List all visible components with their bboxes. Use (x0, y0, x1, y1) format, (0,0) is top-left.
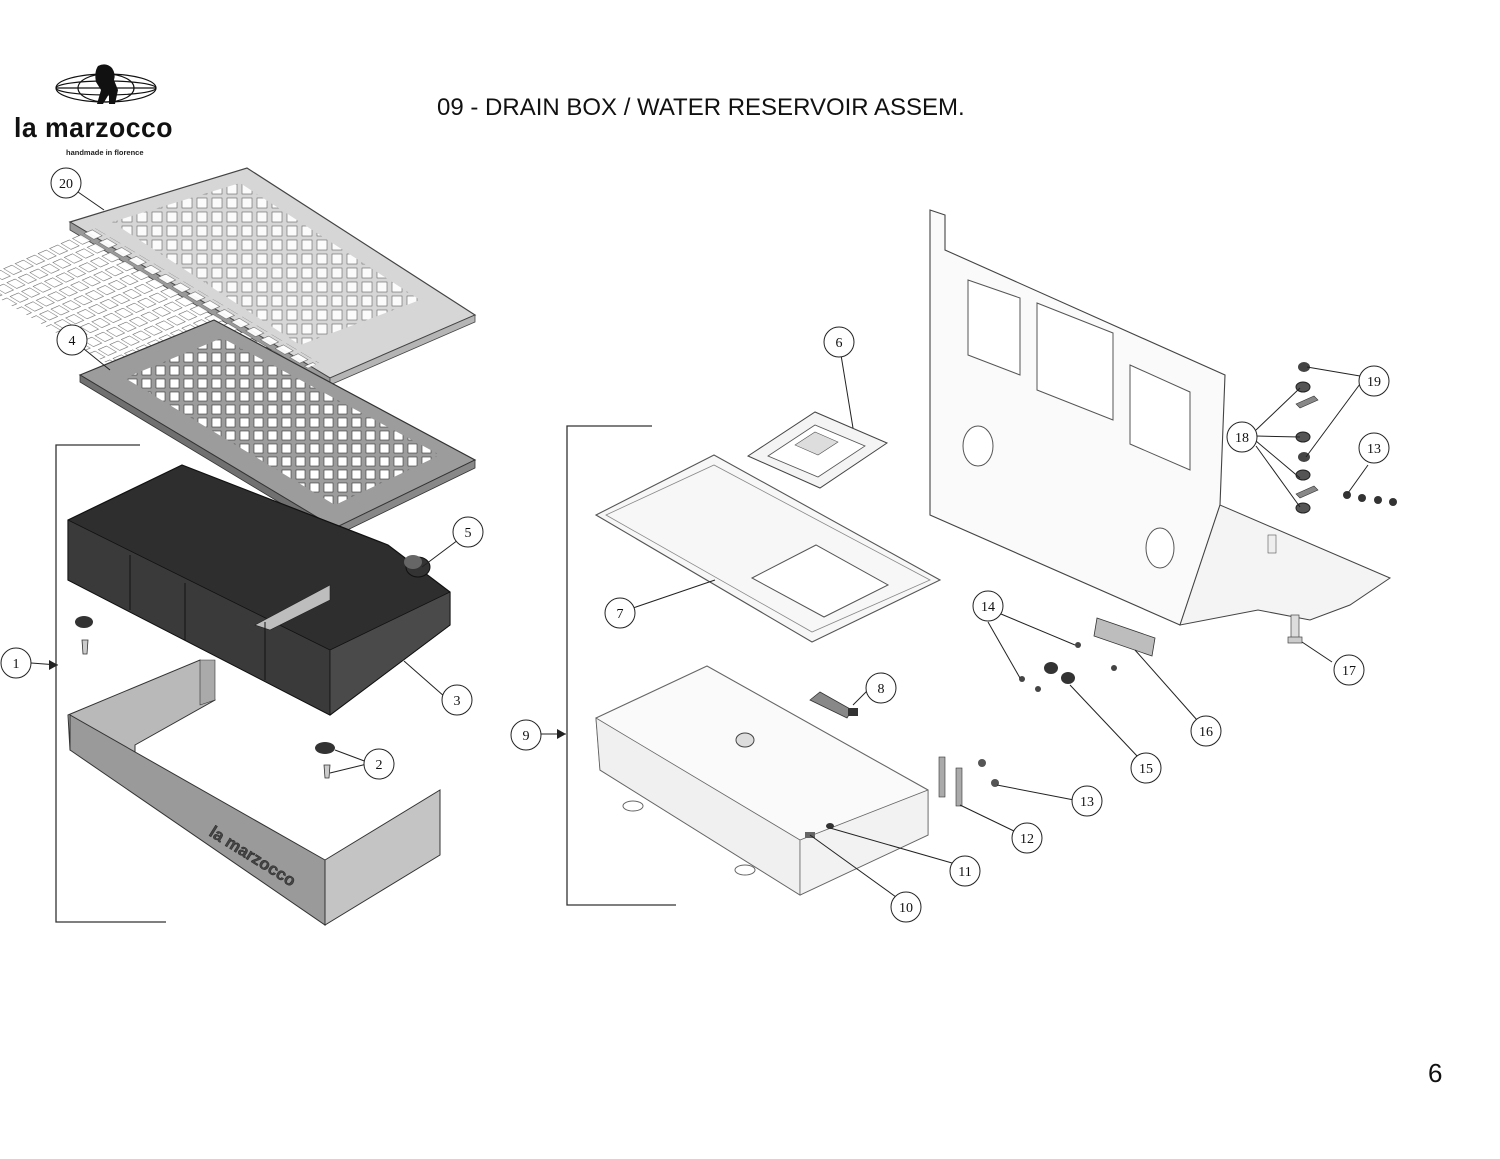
svg-text:3: 3 (454, 694, 461, 709)
part-6-reservoir-lid (746, 411, 889, 489)
svg-text:18: 18 (1235, 431, 1249, 446)
svg-text:6: 6 (836, 336, 843, 351)
callout-20: 20 (50, 167, 82, 199)
callout-9: 9 (510, 719, 542, 751)
callout-leader-lines (30, 191, 1369, 898)
part-9-water-reservoir (595, 665, 929, 896)
svg-text:17: 17 (1342, 664, 1356, 679)
callout-16: 16 (1190, 715, 1222, 747)
svg-text:13: 13 (1080, 795, 1094, 810)
callout-8: 8 (865, 672, 897, 704)
svg-text:10: 10 (899, 901, 913, 916)
svg-text:9: 9 (523, 729, 530, 744)
callout-1: 1 (0, 647, 32, 679)
svg-text:13: 13 (1367, 442, 1381, 457)
callout-2: 2 (363, 748, 395, 780)
callout-15: 15 (1130, 752, 1162, 784)
part-8-fitting (809, 691, 858, 719)
callout-13-lower: 13 (1071, 785, 1103, 817)
callout-13-upper: 13 (1358, 432, 1390, 464)
lion-globe-logo-icon (55, 64, 157, 104)
svg-text:16: 16 (1199, 725, 1213, 740)
part-3-drain-box (67, 464, 451, 716)
group-1-bracket (55, 444, 166, 923)
svg-text:19: 19 (1367, 375, 1381, 390)
callout-14: 14 (972, 590, 1004, 622)
callout-3: 3 (441, 684, 473, 716)
arrowhead-1 (49, 660, 58, 670)
part-1-drip-tray-frame (67, 659, 441, 926)
part-2-feet (75, 616, 335, 779)
arrowhead-9 (557, 729, 566, 739)
page-title: 09 - DRAIN BOX / WATER RESERVOIR ASSEM. (437, 94, 965, 121)
svg-text:14: 14 (981, 600, 995, 615)
svg-text:20: 20 (59, 177, 73, 192)
brand-name: la marzocco (14, 112, 173, 143)
svg-text:2: 2 (376, 758, 383, 773)
callout-4: 4 (56, 324, 88, 356)
parts-14-15-screws (1019, 642, 1117, 692)
part-16-bracket-plate (1093, 617, 1156, 657)
callout-17: 17 (1333, 654, 1365, 686)
group-9-bracket (566, 425, 676, 906)
svg-text:15: 15 (1139, 762, 1153, 777)
page-number: 6 (1428, 1058, 1443, 1088)
callout-7: 7 (604, 597, 636, 629)
callout-18: 18 (1226, 421, 1258, 453)
svg-text:4: 4 (69, 334, 76, 349)
callout-12: 12 (1011, 822, 1043, 854)
svg-text:1: 1 (13, 657, 20, 672)
callout-11: 11 (949, 855, 981, 887)
svg-text:8: 8 (878, 682, 885, 697)
brand-tagline: handmade in florence (66, 148, 144, 157)
callout-19: 19 (1358, 365, 1390, 397)
svg-text:5: 5 (465, 526, 472, 541)
svg-text:11: 11 (958, 865, 971, 880)
part-7-reservoir-cover (594, 454, 942, 643)
svg-text:12: 12 (1020, 832, 1034, 847)
chassis-frame (929, 209, 1392, 626)
svg-text:7: 7 (617, 607, 624, 622)
part-5-cap (404, 555, 431, 578)
part-17-bolt (1287, 614, 1303, 644)
callout-5: 5 (452, 516, 484, 548)
part-4-drain-grid-plate (78, 319, 477, 537)
callout-6: 6 (823, 326, 855, 358)
parts-18-19-washers-lugs (1295, 362, 1397, 514)
callout-10: 10 (890, 891, 922, 923)
